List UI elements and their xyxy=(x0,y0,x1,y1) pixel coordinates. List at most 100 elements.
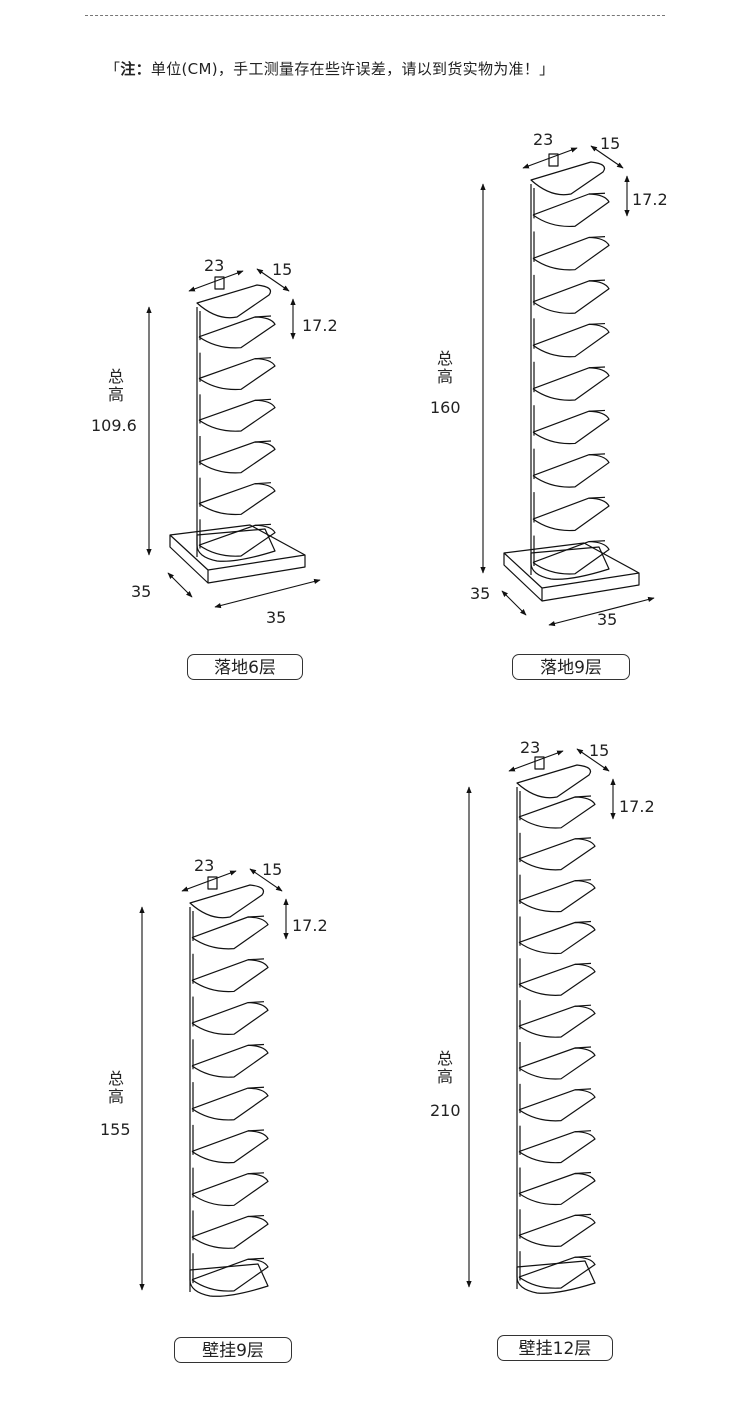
shelf-plate xyxy=(198,358,276,391)
shelf-plate-lip xyxy=(254,482,272,485)
base-width-arrow xyxy=(548,596,655,627)
shelf-drawing-floor-6 xyxy=(146,268,321,609)
shelf-plate-lip xyxy=(574,1171,592,1175)
bottom-shelf xyxy=(189,1263,269,1297)
shelf-plate-lip xyxy=(574,962,592,965)
width-arrow xyxy=(522,147,578,169)
top-shelf xyxy=(516,764,592,799)
note-open-bracket: 「 xyxy=(105,60,121,78)
total-height-caption: 总高 xyxy=(436,349,453,386)
shelf-plate-lip xyxy=(247,1043,265,1046)
shelf-plate xyxy=(518,1214,596,1247)
base-left-dimension-label: 35 xyxy=(470,584,491,603)
shelf-plate xyxy=(518,963,596,996)
shelf-plate-lip xyxy=(254,523,272,526)
base-depth-arrow xyxy=(167,572,193,598)
shelf-plate xyxy=(198,399,276,432)
shelf-plate xyxy=(191,1130,269,1164)
spacing-dimension-label: 17.2 xyxy=(632,190,668,209)
depth-dimension-label: 15 xyxy=(589,741,610,760)
shelf-plate-lip xyxy=(574,1088,592,1091)
shelf-plate-lip xyxy=(574,1130,592,1133)
depth-dimension-label: 15 xyxy=(600,134,621,153)
note-prefix: 注： xyxy=(120,60,151,78)
shelf-plate xyxy=(518,1172,596,1206)
note-text: 单位(CM)，手工测量存在些许误差，请以到货实物为准！ xyxy=(150,60,540,78)
shelf-plate-lip xyxy=(574,1255,592,1258)
depth-dimension-label: 15 xyxy=(272,260,293,279)
shelf-plate-lip xyxy=(247,915,265,918)
shelf-plate-lip xyxy=(574,1213,592,1216)
width-dimension-label: 23 xyxy=(194,856,215,875)
shelf-plate xyxy=(532,367,610,401)
shelf-plate-lip xyxy=(247,1129,265,1132)
depth-arrow xyxy=(249,868,283,892)
shelf-plate-lip xyxy=(247,1172,265,1175)
model-tag-floor-9: 落地9层 xyxy=(512,654,630,680)
model-tag-wall-9: 壁挂9层 xyxy=(174,1337,292,1363)
shelf-plate-lip xyxy=(574,1046,592,1049)
shelf-plate-lip xyxy=(247,1086,265,1089)
shelf-plate xyxy=(518,1256,596,1289)
shelf-plate-lip xyxy=(247,1257,265,1260)
shelf-plate xyxy=(532,454,610,488)
total-height-value: 210 xyxy=(430,1101,461,1120)
shelf-plate xyxy=(191,1087,269,1121)
shelf-plate xyxy=(518,1005,596,1038)
base-depth-arrow xyxy=(501,590,527,616)
total-height-value: 109.6 xyxy=(91,416,137,435)
depth-arrow xyxy=(256,268,290,292)
shelf-plate-lip xyxy=(588,409,606,412)
shelf-plate-lip xyxy=(588,279,606,282)
shelf-plate xyxy=(532,236,610,271)
shelf-plate-lip xyxy=(254,440,272,443)
width-arrow xyxy=(508,750,564,772)
spacing-dimension-label: 17.2 xyxy=(302,316,338,335)
top-dashed-divider xyxy=(85,15,665,16)
shelf-plate-lip xyxy=(247,958,265,961)
shelf-plate xyxy=(532,497,610,532)
shelf-plate-lip xyxy=(254,398,272,401)
shelf-plate-lip xyxy=(588,453,606,456)
floor-base xyxy=(503,542,640,602)
shelf-plate-lip xyxy=(588,236,606,239)
total-height-caption: 总高 xyxy=(436,1049,453,1086)
shelf-plate xyxy=(191,1173,269,1207)
depth-dimension-label: 15 xyxy=(262,860,283,879)
measurement-note: 「注：单位(CM)，手工测量存在些许误差，请以到货实物为准！」 xyxy=(105,58,554,79)
note-close-bracket: 」 xyxy=(539,60,555,78)
shelf-plate xyxy=(532,193,610,228)
shelf-plate xyxy=(198,441,276,474)
shelf-plate-lip xyxy=(574,795,592,798)
shelf-plate-lip xyxy=(588,192,606,195)
base-right-dimension-label: 35 xyxy=(597,610,618,629)
shelf-plate xyxy=(518,921,596,955)
shelf-plate xyxy=(191,916,269,950)
shelf-plate xyxy=(532,280,610,314)
width-arrow xyxy=(188,270,244,292)
shelf-plate xyxy=(191,1215,269,1249)
shelf-plate xyxy=(518,1131,596,1164)
width-dimension-label: 23 xyxy=(204,256,225,275)
total-height-caption: 总高 xyxy=(107,367,124,404)
bottom-shelf xyxy=(516,1260,596,1294)
shelf-plate-lip xyxy=(254,315,272,318)
shelf-plate-lip xyxy=(574,1004,592,1007)
shelf-plate xyxy=(518,880,596,913)
total-height-value: 155 xyxy=(100,1120,131,1139)
bottom-shelf xyxy=(530,546,610,580)
shelf-plate xyxy=(518,838,596,871)
shelf-plate-lip xyxy=(254,357,272,360)
shelf-plate xyxy=(191,1044,269,1078)
total-height-value: 160 xyxy=(430,398,461,417)
shelf-plate-lip xyxy=(588,366,606,369)
shelf-plate xyxy=(532,323,610,358)
shelf-plate-lip xyxy=(588,496,606,499)
shelf-plate-lip xyxy=(247,1001,265,1004)
spacing-dimension-label: 17.2 xyxy=(619,797,655,816)
shelf-plate-lip xyxy=(574,837,592,840)
shelf-plate xyxy=(198,524,276,557)
shelf-plate-lip xyxy=(247,1214,265,1218)
shelf-plate xyxy=(198,483,276,516)
